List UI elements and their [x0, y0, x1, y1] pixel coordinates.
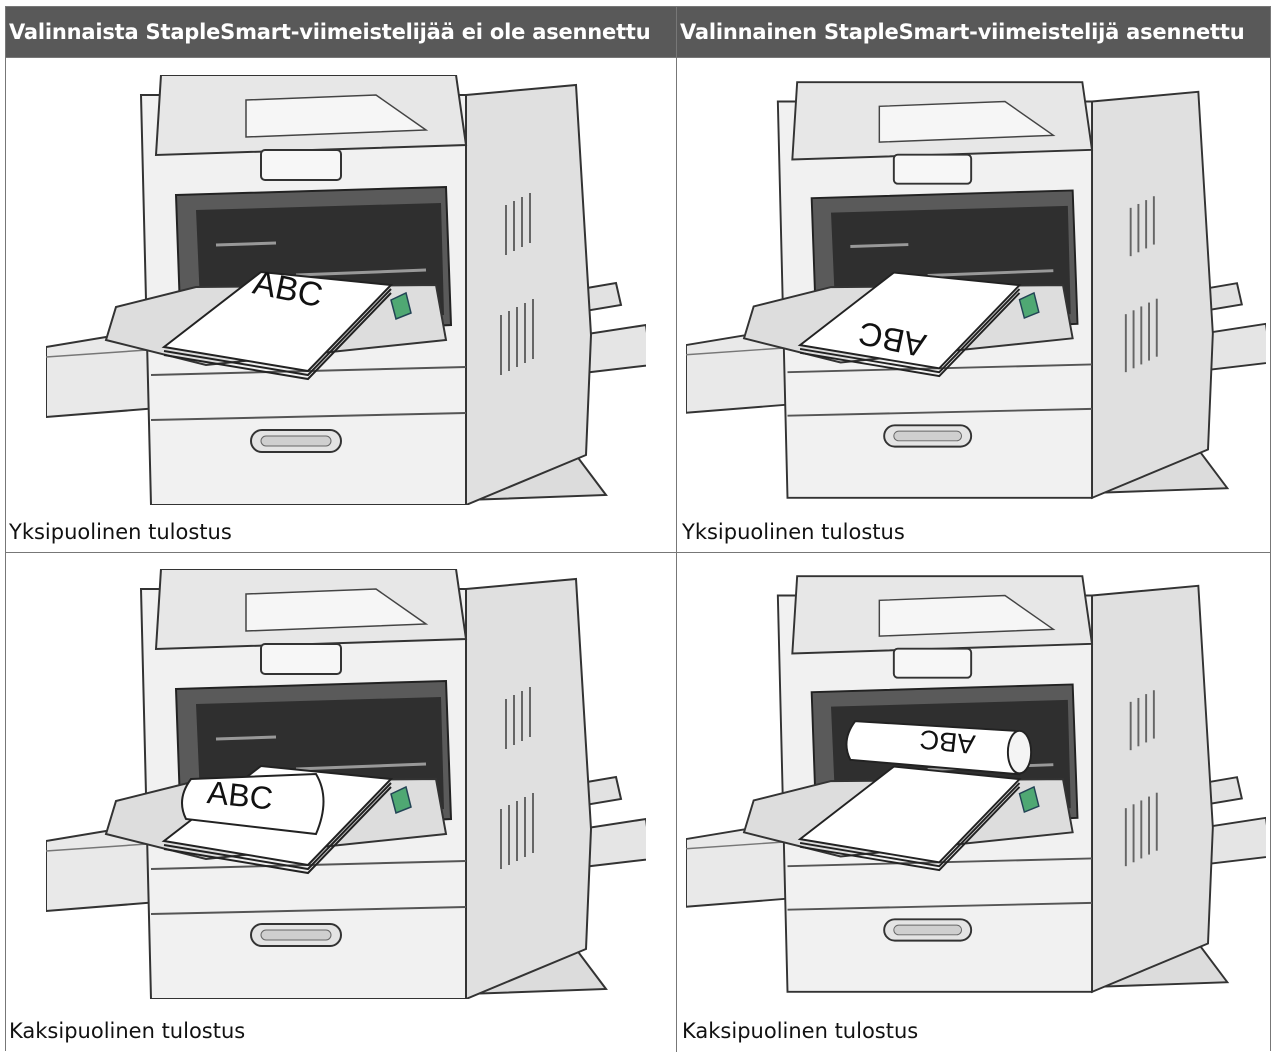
printer-illustration-simplex-no-finisher: ABC	[46, 75, 646, 505]
caption-duplex-no-finisher: Kaksipuolinen tulostus	[9, 1019, 245, 1043]
paper-label: ABC	[205, 774, 274, 817]
printer-illustration-duplex-no-finisher: ABC	[46, 569, 646, 999]
printer-illustration-duplex-finisher: ABC	[686, 569, 1266, 999]
header-finisher-installed: Valinnainen StapleSmart-viimeistelijä as…	[677, 7, 1270, 57]
header-no-finisher: Valinnaista StapleSmart-viimeistelijää e…	[6, 7, 676, 57]
paper-label: ABC	[918, 724, 976, 760]
caption-simplex-finisher: Yksipuolinen tulostus	[682, 520, 905, 544]
caption-duplex-finisher: Kaksipuolinen tulostus	[682, 1019, 918, 1043]
column-divider	[676, 7, 677, 1052]
paper-loading-table: Valinnaista StapleSmart-viimeistelijää e…	[5, 6, 1271, 1051]
printer-illustration-simplex-finisher: ABC	[686, 75, 1266, 505]
row-divider	[6, 552, 1270, 553]
caption-simplex-no-finisher: Yksipuolinen tulostus	[9, 520, 232, 544]
header-divider	[6, 57, 1270, 58]
